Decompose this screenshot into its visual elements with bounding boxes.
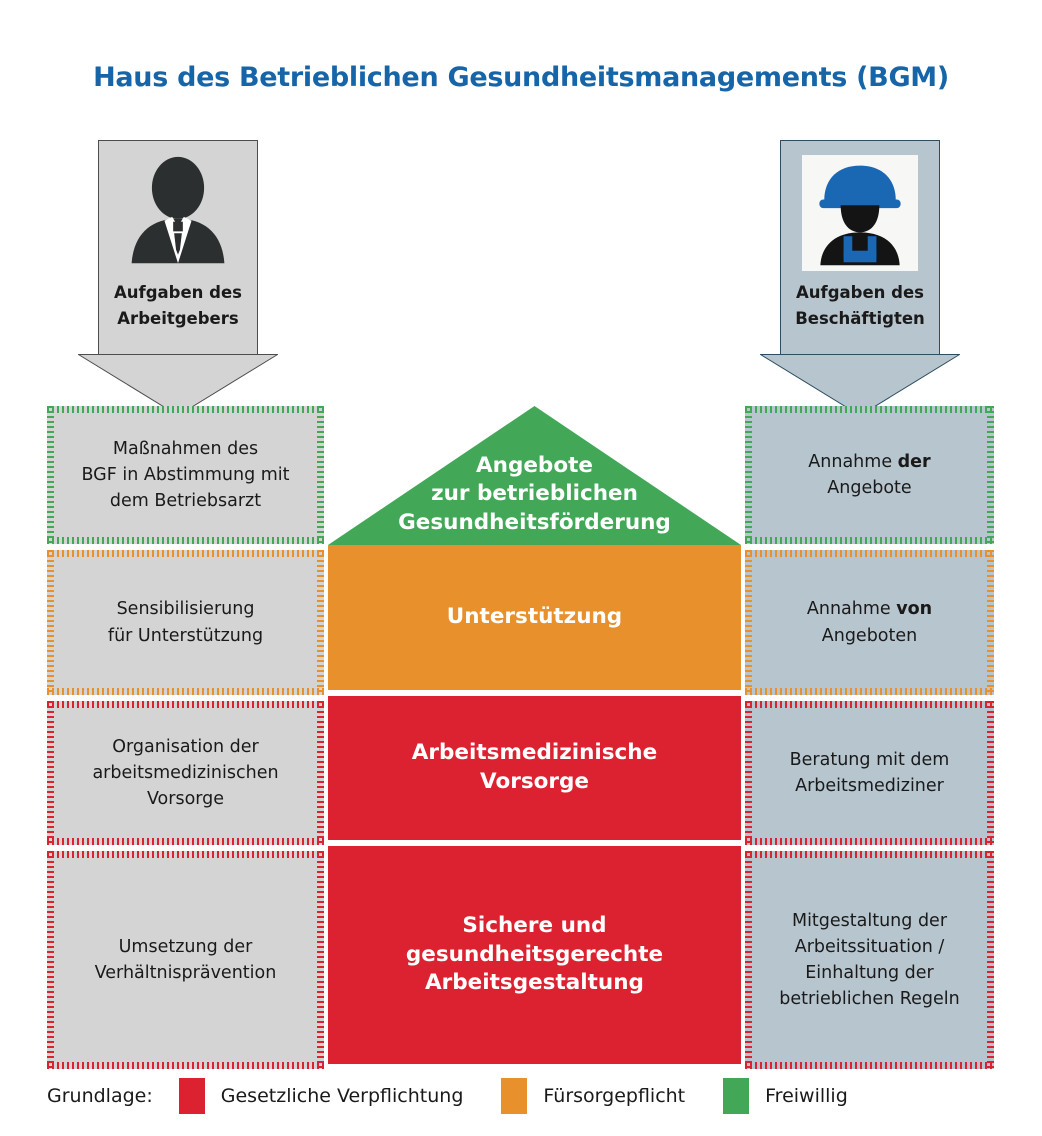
arrow-right-label-line2: Beschäftigten — [795, 308, 925, 328]
legend-label-1: Gesetzliche Verpflichtung — [220, 1085, 464, 1107]
worker-hardhat-icon — [802, 154, 918, 272]
legend-item-1: Gesetzliche Verpflichtung — [178, 1078, 464, 1114]
arrow-head — [760, 354, 960, 416]
arrow-left-label: Aufgaben des Arbeitgebers — [78, 280, 278, 331]
legend-title: Grundlage: — [47, 1085, 153, 1107]
legend-items: Gesetzliche Verpflichtung Fürsorgepflicht… — [178, 1078, 886, 1114]
legend-item-3: Freiwillig — [723, 1078, 848, 1114]
legend-swatch-1 — [178, 1078, 205, 1114]
legend-label-3: Freiwillig — [765, 1085, 848, 1107]
house-floor-1-text: Unterstützung — [446, 604, 623, 630]
businessman-suit-icon — [120, 154, 236, 272]
arrow-left-label-line2: Arbeitgebers — [117, 308, 239, 328]
legend-swatch-2 — [501, 1078, 528, 1114]
arrow-right-label: Aufgaben des Beschäftigten — [760, 280, 960, 331]
legend-item-2: Fürsorgepflicht — [501, 1078, 685, 1114]
legend-swatch-3 — [723, 1078, 750, 1114]
arrow-right-label-line1: Aufgaben des — [796, 283, 924, 302]
arrow-head — [78, 354, 278, 416]
arrow-left-label-line1: Aufgaben des — [114, 283, 242, 302]
arrow-employee-tasks: Aufgaben des Beschäftigten — [760, 140, 960, 416]
legend: Grundlage: Gesetzliche Verpflichtung Fürs… — [47, 1078, 886, 1114]
legend-label-2: Fürsorgepflicht — [543, 1085, 686, 1107]
house-floor-1: Unterstützung — [328, 545, 741, 690]
page-title: Haus des Betrieblichen Gesundheitsmanage… — [93, 62, 949, 93]
arrow-employer-tasks: Aufgaben des Arbeitgebers — [78, 140, 278, 416]
